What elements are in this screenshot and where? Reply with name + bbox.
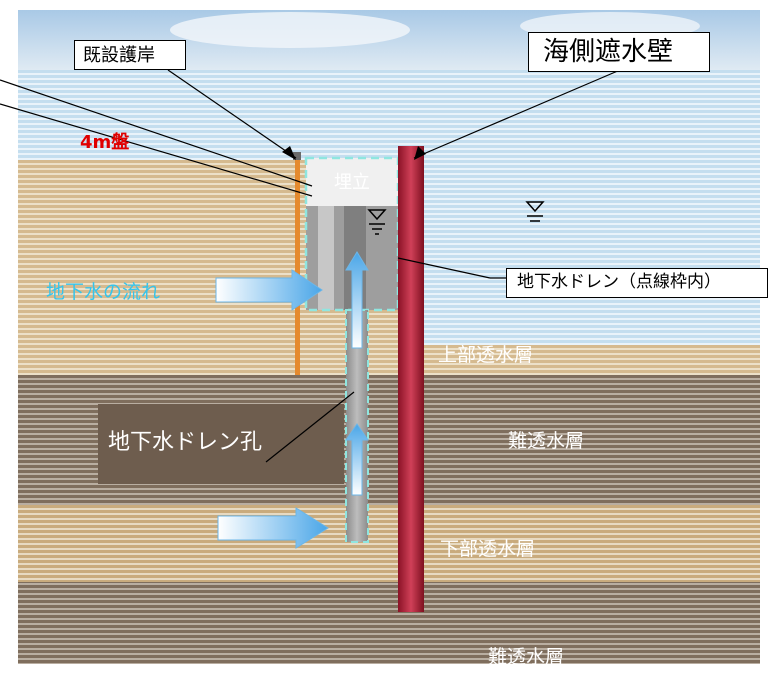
arrowhead xyxy=(282,146,296,160)
sea-side-impermeable-wall xyxy=(398,146,424,612)
impermeable-label-1: 難透水層 xyxy=(508,430,585,452)
existing-revetment xyxy=(295,160,300,375)
water-level-icon xyxy=(525,201,545,222)
sea-upper xyxy=(18,70,760,160)
upper-permeable-layer-sea xyxy=(420,345,760,375)
flow-arrow-icon xyxy=(215,269,323,311)
impermeable-label-2: 難透水層 xyxy=(488,646,565,668)
revetment-cap xyxy=(293,152,301,160)
lower-permeable-label: 下部透水層 xyxy=(440,538,536,560)
groundwater-flow-label: 地下水の流れ xyxy=(46,281,161,303)
impermeable-layer-2 xyxy=(18,582,760,664)
ground-4m-label: 4m盤 xyxy=(80,132,130,153)
arrowhead xyxy=(414,146,426,160)
drain-note-label: 地下水ドレン（点線枠内） xyxy=(506,268,768,298)
drain-hole-label: 地下水ドレン孔 xyxy=(108,430,263,455)
cloud xyxy=(170,12,410,48)
landfill-label: 埋立 xyxy=(334,172,370,193)
upper-permeable-label: 上部透水層 xyxy=(438,344,534,366)
sea-side-wall-label: 海側遮水壁 xyxy=(528,32,710,72)
landfill-area xyxy=(306,158,398,206)
sea xyxy=(420,150,760,360)
lower-permeable-layer xyxy=(18,505,760,582)
drain-hole-label-box xyxy=(98,404,344,484)
flow-arrow-icon xyxy=(217,507,329,549)
drain-gravel xyxy=(318,206,334,310)
water-level-icon xyxy=(367,209,387,235)
upward-flow-arrow-icon xyxy=(345,251,369,349)
drain-hole-outline xyxy=(345,309,369,543)
upward-flow-arrow-icon xyxy=(345,423,369,496)
existing-revetment-label: 既設護岸 xyxy=(74,40,186,70)
